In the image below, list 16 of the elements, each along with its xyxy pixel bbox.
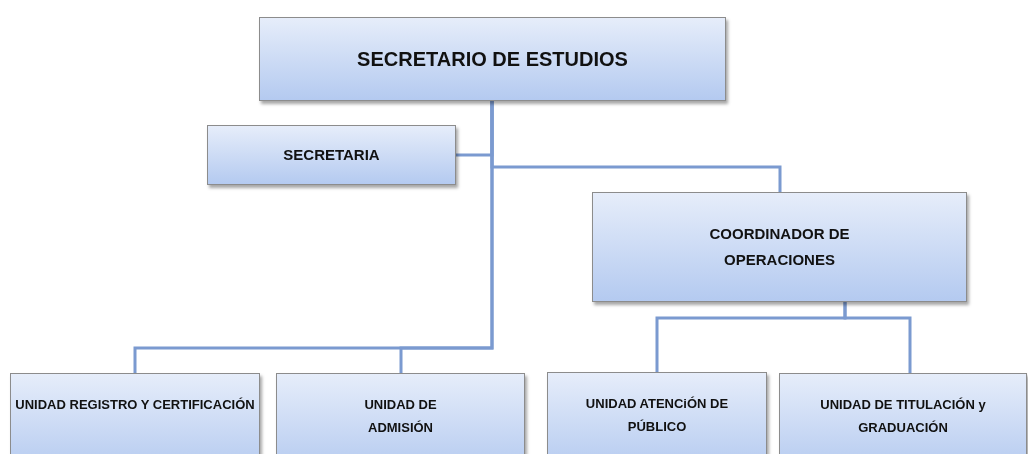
org-box <box>207 125 456 185</box>
box-title: COORDINADOR DE OPERACIONES <box>708 223 851 270</box>
org-box <box>779 373 1027 454</box>
org-box <box>276 373 525 454</box>
box-title: UNIDAD ATENCiÓN DE PÚBLICO <box>584 395 730 436</box>
org-box <box>592 192 967 302</box>
box-title: SECRETARIA <box>283 144 380 165</box>
org-box <box>547 372 767 454</box>
box-title: UNIDAD DE TITULACIÓN y GRADUACIÓN <box>819 396 987 437</box>
connector-line <box>843 302 912 373</box>
org-box <box>10 373 260 454</box>
box-title: UNIDAD DE ADMISIÓN <box>363 396 438 437</box>
org-box <box>259 17 726 101</box>
box-title: SECRETARIO DE ESTUDIOS <box>357 46 628 72</box>
box-title: UNIDAD REGISTRO Y CERTIFICACIÓN <box>15 396 255 414</box>
connector-line <box>399 101 494 373</box>
